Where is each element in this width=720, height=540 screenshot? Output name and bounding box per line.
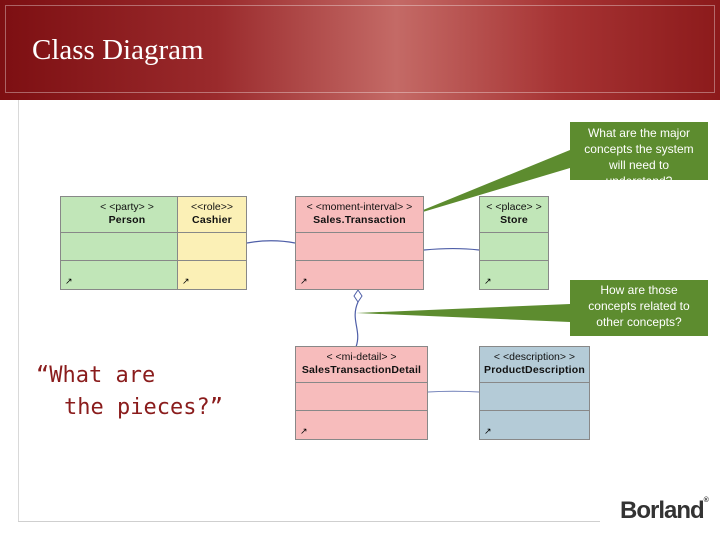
quote-line-2: the pieces?”: [64, 395, 223, 420]
class-sales-transaction-detail[interactable]: < <mi-detail> > SalesTransactionDetail ↗: [295, 346, 428, 440]
class-name: ProductDescription: [483, 364, 586, 376]
callout-major-concepts: What are the major concepts the system w…: [570, 122, 708, 180]
class-cashier-header: <<role>> Cashier: [178, 197, 246, 233]
composition-diamond: [353, 289, 363, 303]
attributes-section: [61, 233, 193, 261]
link-mark-icon: ↗: [484, 426, 492, 436]
callout-pointer-2: [356, 304, 570, 322]
class-name: Person: [108, 214, 146, 226]
link-mark-icon: ↗: [182, 276, 190, 286]
class-name: Store: [500, 214, 528, 226]
class-cashier[interactable]: <<role>> Cashier ↗: [177, 196, 247, 290]
class-store-header: < <place> > Store: [480, 197, 548, 233]
class-name: Cashier: [192, 214, 232, 226]
bottom-rule: [18, 521, 600, 522]
class-sales-transaction-detail-header: < <mi-detail> > SalesTransactionDetail: [296, 347, 427, 383]
stereotype-label: < <description> >: [493, 351, 576, 363]
attributes-section: [296, 383, 427, 411]
stereotype-label: < <moment-interval> >: [306, 201, 413, 213]
class-person-header: < <party> > Person: [61, 197, 193, 233]
link-mark-icon: ↗: [484, 276, 492, 286]
borland-logo: Borland®: [620, 497, 709, 524]
quote-line-1: “What are: [36, 363, 156, 388]
attributes-section: [178, 233, 246, 261]
assoc-cashier-transaction: [246, 240, 296, 244]
class-name: Sales.Transaction: [313, 214, 406, 226]
link-mark-icon: ↗: [300, 276, 308, 286]
assoc-detail-product: [427, 390, 480, 393]
class-name: SalesTransactionDetail: [301, 364, 422, 376]
header-frame: [5, 5, 715, 93]
callout-concept-relations: How are those concepts related to other …: [570, 280, 708, 336]
slide-header: Class Diagram: [0, 0, 720, 100]
pieces-quote: “What are the pieces?”: [36, 360, 223, 424]
composition-line: [354, 301, 359, 348]
callout-pointer-1: [406, 150, 570, 217]
attributes-section: [480, 233, 548, 261]
stereotype-label: <<role>>: [190, 201, 234, 213]
class-sales-transaction-header: < <moment-interval> > Sales.Transaction: [296, 197, 423, 233]
class-product-description[interactable]: < <description> > ProductDescription ↗: [479, 346, 590, 440]
registered-mark: ®: [703, 497, 709, 504]
attributes-section: [480, 383, 589, 411]
class-person[interactable]: < <party> > Person ↗: [60, 196, 194, 290]
class-store[interactable]: < <place> > Store ↗: [479, 196, 549, 290]
stereotype-label: < <party> >: [100, 201, 154, 213]
attributes-section: [296, 233, 423, 261]
left-rule: [18, 100, 19, 522]
slide-title: Class Diagram: [32, 34, 204, 66]
link-mark-icon: ↗: [65, 276, 73, 286]
link-mark-icon: ↗: [300, 426, 308, 436]
stereotype-label: < <mi-detail> >: [326, 351, 397, 363]
class-sales-transaction[interactable]: < <moment-interval> > Sales.Transaction …: [295, 196, 424, 290]
stereotype-label: < <place> >: [486, 201, 542, 213]
assoc-transaction-store: [423, 247, 480, 251]
class-product-description-header: < <description> > ProductDescription: [480, 347, 589, 383]
